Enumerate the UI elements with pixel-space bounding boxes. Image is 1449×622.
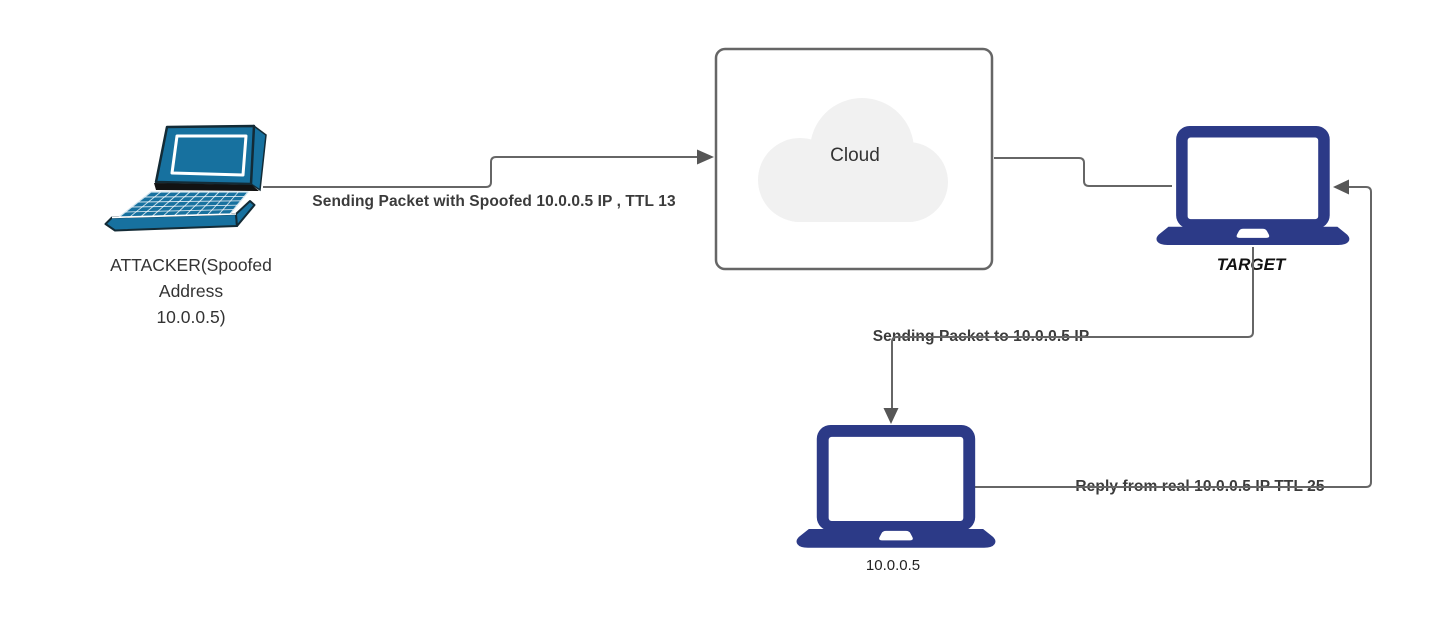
edge-target-to-real-host [883, 247, 1254, 424]
attacker-label-line3: 10.0.0.5) [156, 307, 226, 327]
attacker-node-label: ATTACKER(Spoofed Address 10.0.0.5) [66, 252, 316, 330]
cloud-icon [758, 98, 948, 222]
real-host-laptop-icon [796, 425, 996, 548]
edge-cloud-to-target [994, 157, 1172, 187]
attacker-label-line2: Address [158, 281, 224, 301]
target-laptop-icon [1156, 126, 1350, 246]
edge-real-host-to-target [974, 179, 1372, 488]
arrowhead-right-icon [697, 149, 714, 165]
cloud-node-label: Cloud [830, 145, 880, 166]
target-node-label: TARGET [1216, 255, 1286, 274]
arrowhead-left-icon [1333, 179, 1349, 195]
real-host-node-label: 10.0.0.5 [865, 557, 921, 574]
attacker-laptop-icon [104, 124, 267, 232]
attacker-label-line1: ATTACKER(Spoofed [110, 255, 272, 275]
edge-attacker-to-cloud [263, 149, 714, 188]
edge-label-spoofed-packet: Sending Packet with Spoofed 10.0.0.5 IP … [312, 193, 676, 210]
keyboard-grid [125, 191, 245, 218]
cloud-node [714, 47, 994, 271]
arrowhead-down-icon [883, 408, 899, 424]
